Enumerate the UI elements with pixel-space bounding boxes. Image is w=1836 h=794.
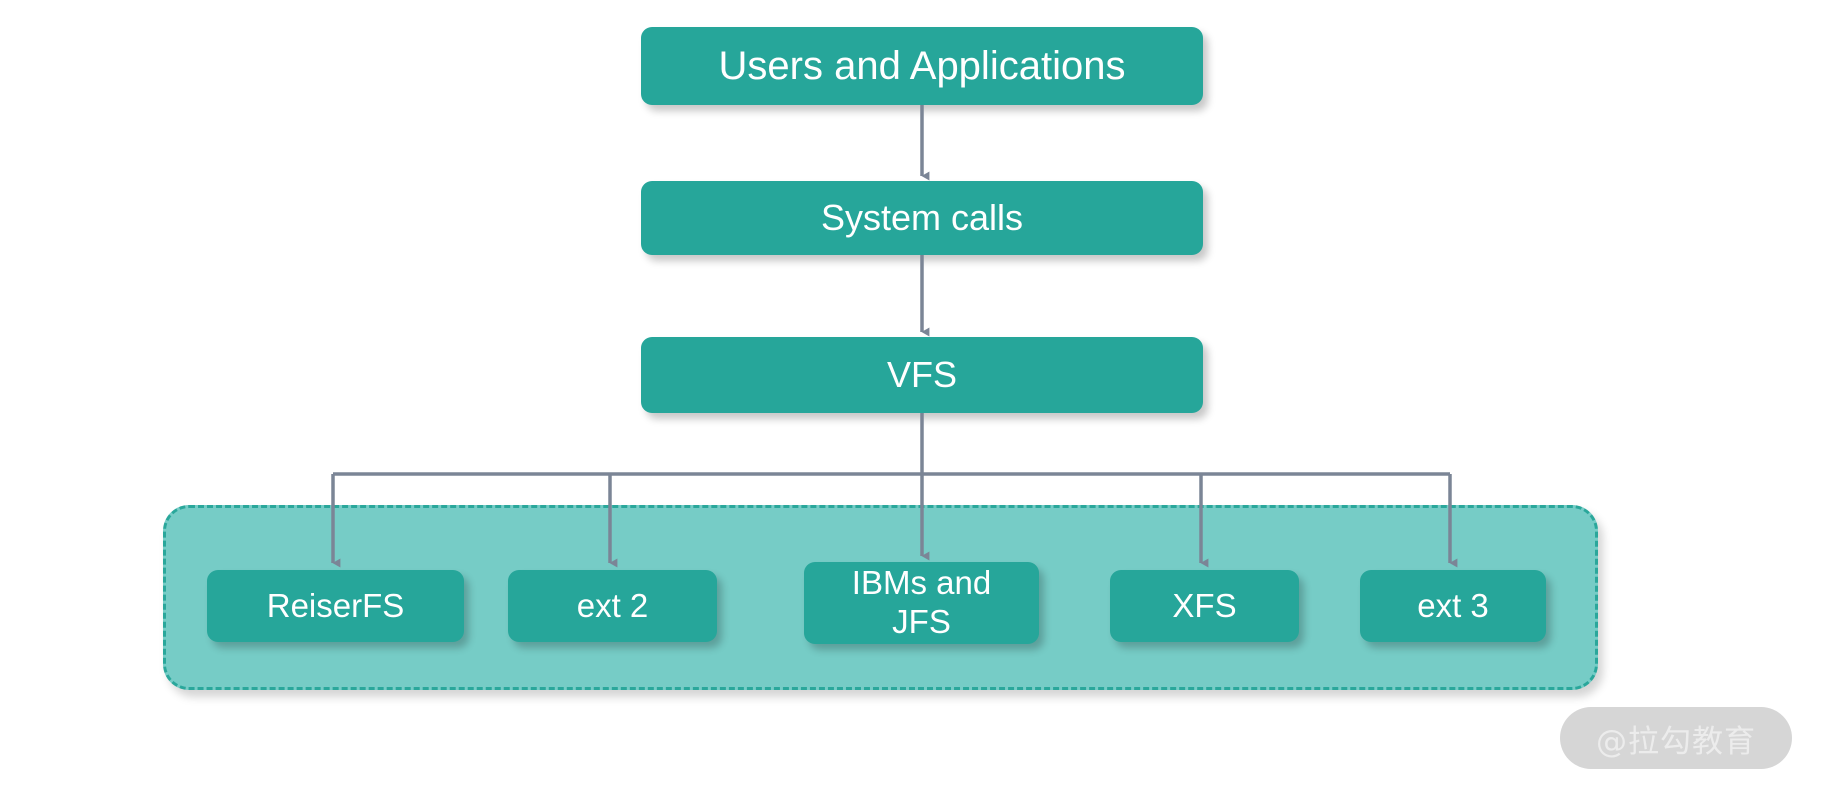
node-xfs-label: XFS (1172, 587, 1237, 625)
node-users-and-applications-label: Users and Applications (718, 44, 1126, 88)
node-users-and-applications[interactable]: Users and Applications (641, 27, 1203, 105)
node-ibms-and-jfs-label: IBMs and JFS (851, 564, 992, 640)
node-system-calls-label: System calls (820, 197, 1024, 239)
node-vfs[interactable]: VFS (641, 337, 1203, 413)
node-ibms-and-jfs[interactable]: IBMs and JFS (804, 562, 1039, 644)
node-system-calls[interactable]: System calls (641, 181, 1203, 255)
node-vfs-label: VFS (886, 354, 957, 396)
watermark-text: @拉勾教育 (1596, 723, 1756, 760)
node-reiserfs[interactable]: ReiserFS (207, 570, 464, 642)
watermark-badge: @拉勾教育 (1560, 707, 1792, 769)
node-ext2[interactable]: ext 2 (508, 570, 717, 642)
node-ext2-label: ext 2 (576, 587, 649, 625)
node-xfs[interactable]: XFS (1110, 570, 1299, 642)
node-ext3-label: ext 3 (1417, 587, 1489, 625)
node-ext3[interactable]: ext 3 (1360, 570, 1546, 642)
node-reiserfs-label: ReiserFS (266, 587, 405, 625)
